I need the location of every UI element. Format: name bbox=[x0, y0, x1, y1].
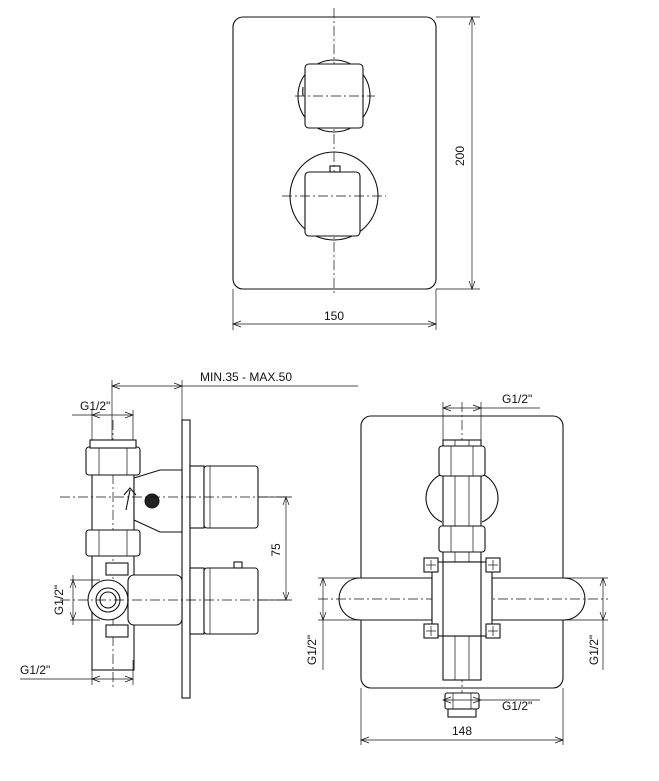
front-top-handle bbox=[295, 59, 375, 133]
mounting-screws bbox=[423, 557, 501, 639]
back-bottom-connection-label: G1/2" bbox=[502, 699, 532, 713]
side-wall-plate bbox=[181, 419, 191, 699]
front-plate bbox=[232, 16, 437, 290]
dimension-200: 200 bbox=[436, 16, 480, 290]
front-view: 200 150 bbox=[232, 8, 480, 330]
back-right-connection-label: G1/2" bbox=[587, 635, 601, 665]
side-bottom-connection-label: G1/2" bbox=[20, 663, 50, 677]
depth-range-label: MIN.35 - MAX.50 bbox=[200, 370, 292, 384]
dimension-150-label: 150 bbox=[324, 309, 344, 323]
side-top-connection-label: G1/2" bbox=[80, 399, 110, 413]
flow-arrow-icon bbox=[123, 487, 137, 511]
dimension-200-label: 200 bbox=[453, 146, 467, 166]
side-left-connection-label: G1/2" bbox=[52, 585, 66, 615]
logo-icon bbox=[144, 493, 160, 509]
back-left-connection-label: G1/2" bbox=[305, 635, 319, 665]
back-view: G1/2" bbox=[305, 392, 608, 745]
outlet-spacing-label: 75 bbox=[269, 543, 283, 557]
front-bottom-handle bbox=[282, 151, 386, 241]
dimension-150: 150 bbox=[232, 289, 437, 330]
back-width-label: 148 bbox=[452, 724, 472, 738]
side-view: MIN.35 - MAX.50 G1/2" bbox=[20, 370, 358, 699]
back-top-connection-label: G1/2" bbox=[502, 392, 532, 406]
